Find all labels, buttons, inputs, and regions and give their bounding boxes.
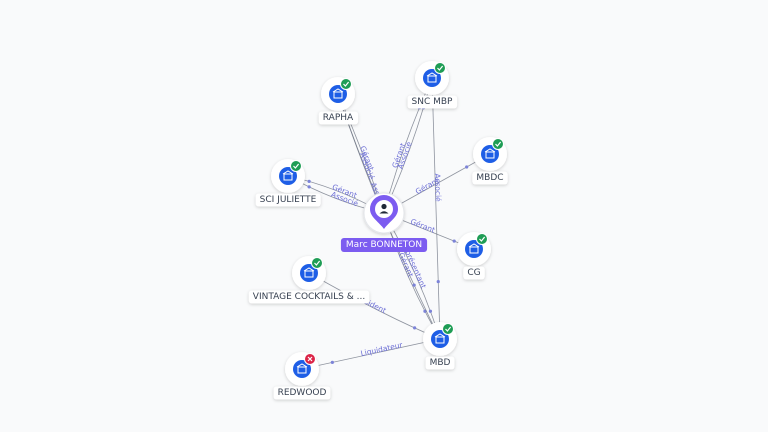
company-node-mbdc[interactable]: MBDC (472, 137, 508, 185)
node-label-bg (463, 266, 485, 280)
check-icon (434, 62, 446, 74)
check-mark (437, 65, 444, 71)
edge-arrow (465, 165, 469, 169)
building-icon (304, 270, 314, 278)
node-label: RAPHA (323, 113, 354, 123)
check-mark (343, 81, 350, 87)
node-label-bg (248, 290, 370, 304)
building-roof-icon (434, 333, 446, 338)
building-roof-icon (303, 267, 315, 272)
building-roof-icon (296, 363, 308, 368)
node-label: SNC MBP (412, 97, 454, 107)
company-node-redwood[interactable]: REDWOOD (273, 352, 331, 400)
company-node-cg[interactable]: CG (457, 232, 491, 280)
edge-arrow (307, 185, 311, 189)
building-roof-icon (468, 243, 480, 248)
building-icon (469, 246, 479, 254)
center-node[interactable]: Marc BONNETON (340, 192, 428, 252)
node-label-bg (273, 386, 331, 400)
edge-arrow (428, 309, 433, 313)
building-roof-icon (332, 88, 344, 93)
node-label-bg (407, 95, 458, 109)
building-icon (297, 366, 307, 374)
edge-arrow (436, 279, 440, 284)
building-icon (283, 173, 293, 181)
check-icon (340, 78, 352, 90)
edge-snc_mbp-mbd-10[interactable]: Associé (431, 77, 443, 340)
node-label: SCI JULIETTE (260, 195, 317, 205)
edge-arrow (307, 179, 311, 183)
node-label-bg (318, 111, 359, 125)
edge-label: Gérant (409, 217, 436, 235)
check-icon (442, 323, 454, 335)
check-mark (314, 260, 321, 266)
check-mark (445, 326, 452, 332)
node-label-bg (425, 356, 455, 370)
node-label-bg (255, 193, 321, 207)
edge-line (431, 77, 441, 340)
edge-arrow (413, 326, 417, 330)
edge-label: Liquidateur (360, 340, 404, 358)
node-label: VINTAGE COCKTAILS & ... (253, 292, 365, 302)
node-label: REDWOOD (278, 388, 327, 398)
cross-mark (307, 356, 313, 362)
check-mark (479, 236, 486, 242)
node-label: MBD (430, 358, 451, 368)
building-icon (435, 336, 445, 344)
company-node-rapha[interactable]: RAPHA (318, 77, 359, 125)
building-roof-icon (484, 148, 496, 153)
check-icon (311, 257, 323, 269)
company-node-sci_juliette[interactable]: SCI JULIETTE (255, 159, 321, 207)
check-icon (492, 138, 504, 150)
node-label: CG (467, 268, 480, 278)
edge-arrow (452, 239, 456, 243)
person-icon (381, 203, 387, 210)
building-icon (427, 75, 437, 83)
building-roof-icon (282, 170, 294, 175)
building-icon (485, 151, 495, 159)
edge-arrow (330, 360, 334, 364)
edge-mbd-redwood-13[interactable]: Liquidateur (301, 338, 441, 370)
node-label-bg (472, 171, 508, 185)
center-label-bg (340, 238, 428, 252)
company-node-vintage[interactable]: VINTAGE COCKTAILS & ... (248, 256, 370, 304)
person-body-icon (379, 211, 389, 214)
nodes-layer: RAPHA SNC MBP MBDC SCI JULIETTE CG VINTAGE CO… (248, 61, 508, 400)
company-node-mbd[interactable]: MBD (423, 322, 457, 370)
building-roof-icon (426, 72, 438, 77)
building-icon (333, 91, 343, 99)
company-node-snc_mbp[interactable]: SNC MBP (407, 61, 458, 109)
check-mark (495, 141, 502, 147)
check-icon (476, 233, 488, 245)
edge-label: Associé (433, 173, 443, 202)
center-label: Marc BONNETON (346, 240, 422, 250)
node-label: MBDC (476, 173, 503, 183)
check-mark (293, 163, 300, 169)
check-icon (290, 160, 302, 172)
edge-arrow (412, 283, 416, 287)
